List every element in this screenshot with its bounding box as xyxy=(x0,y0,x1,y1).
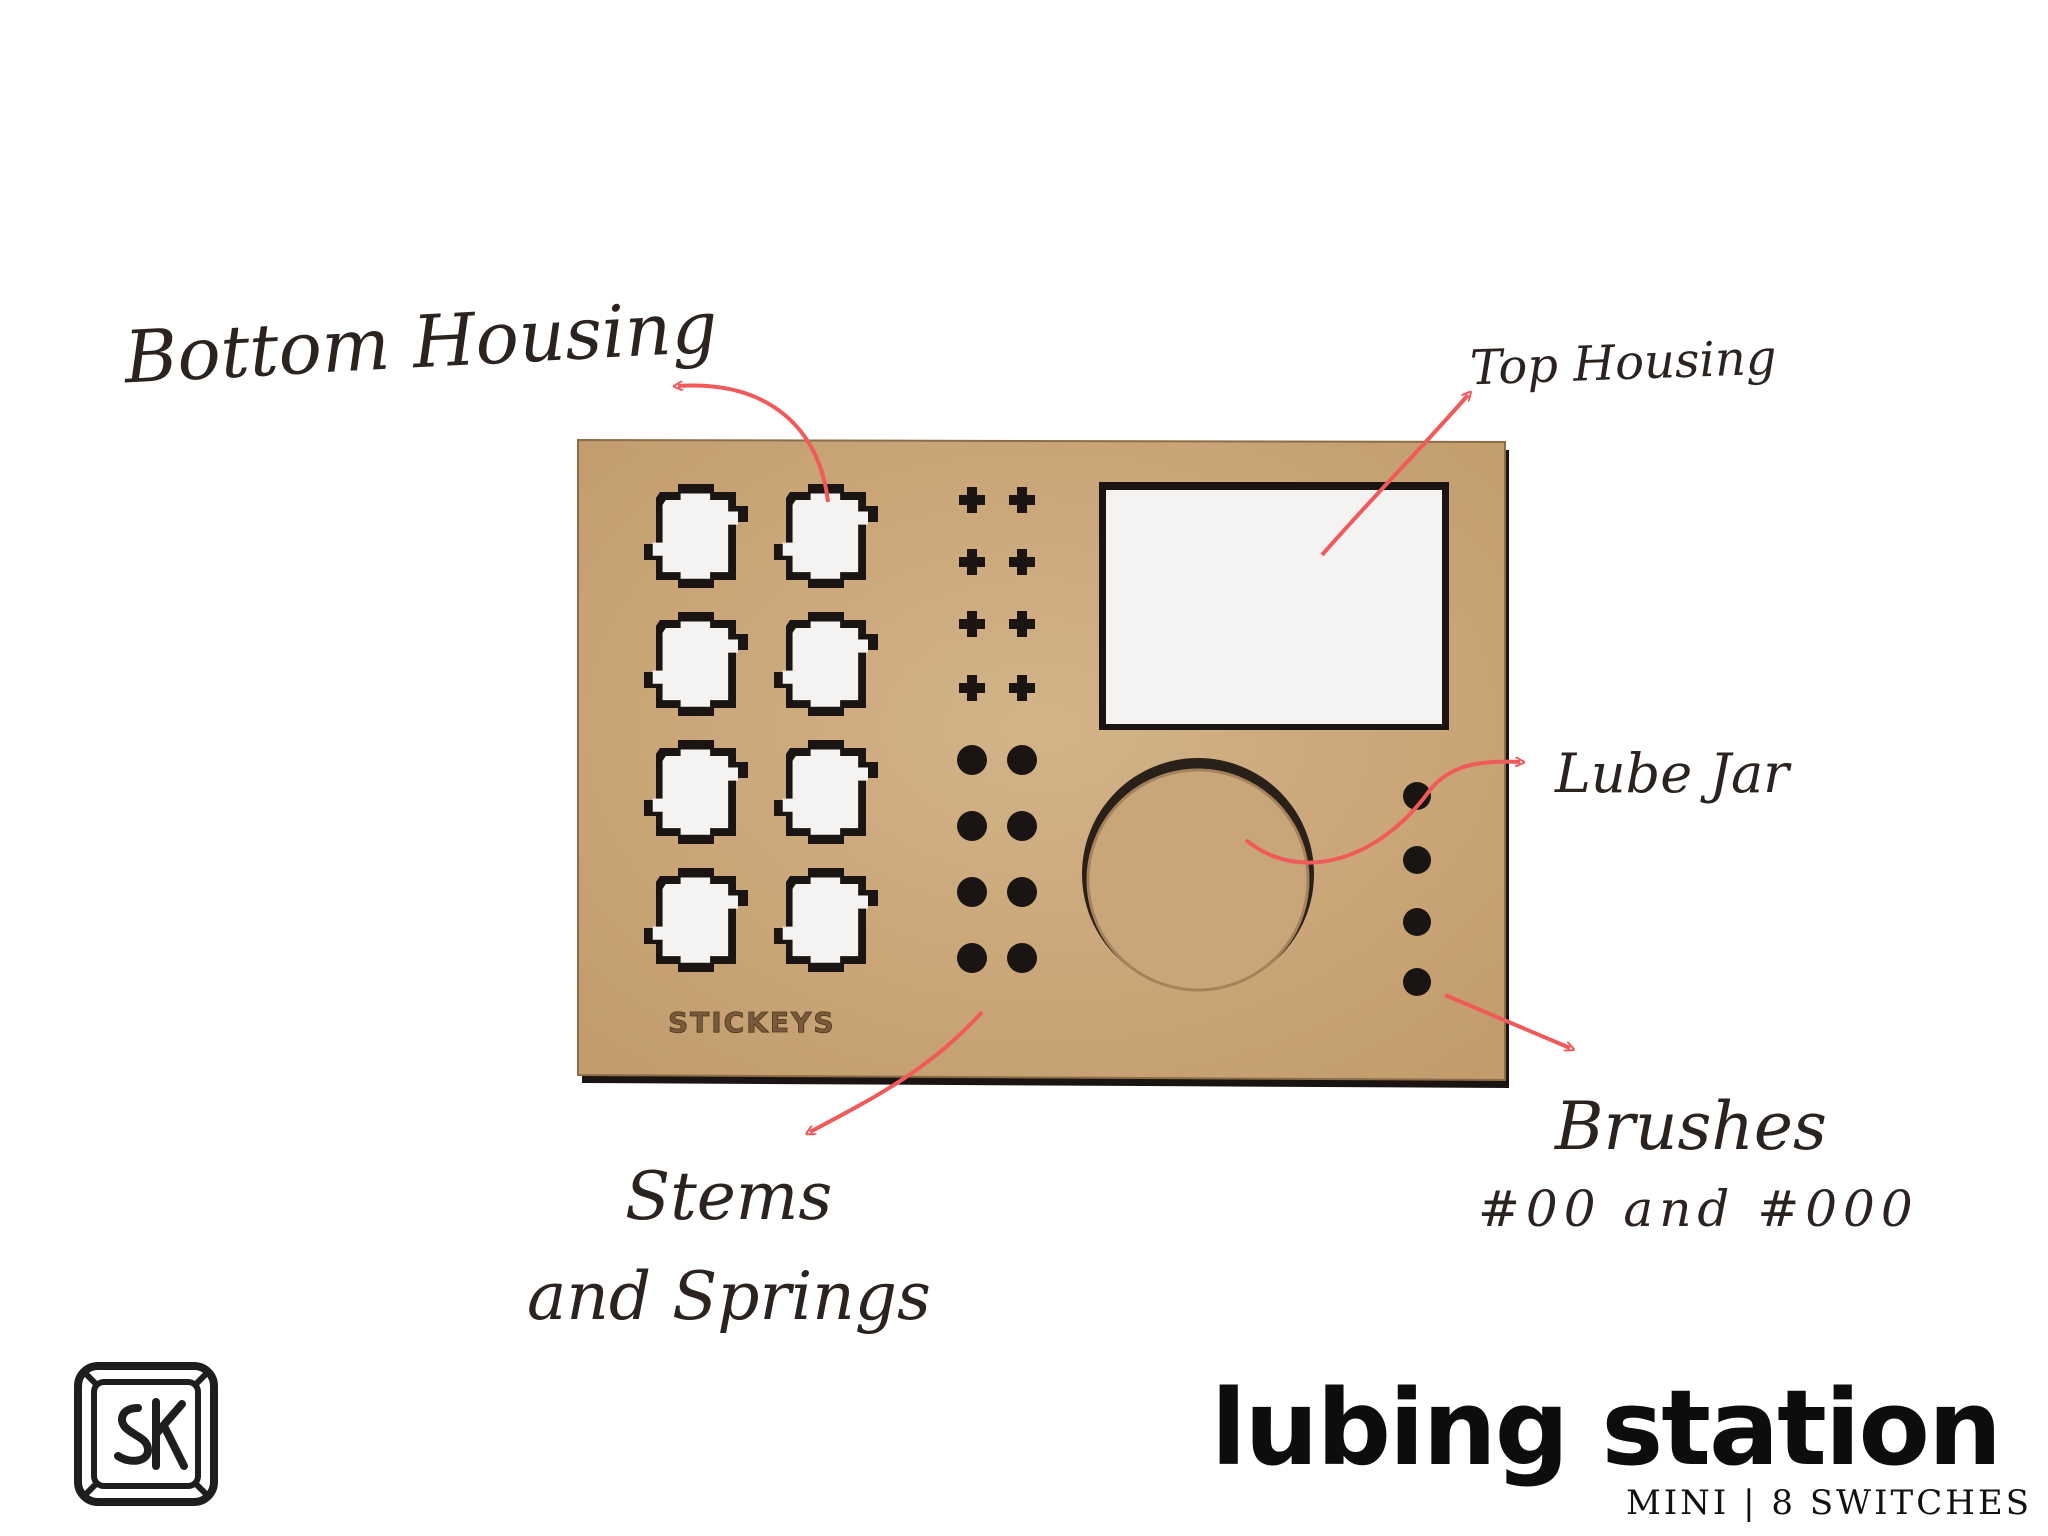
stem-hole xyxy=(1009,549,1035,575)
stem-holes xyxy=(959,487,1035,701)
brush-holes xyxy=(1403,782,1431,996)
brush-hole xyxy=(1403,782,1431,810)
bottom-housing-slot xyxy=(644,484,748,588)
arrow-bottom-housing xyxy=(678,386,830,503)
brush-hole xyxy=(1403,908,1431,936)
stem-hole xyxy=(1009,487,1035,513)
stem-hole xyxy=(959,611,985,637)
stem-hole xyxy=(959,675,985,701)
spring-hole xyxy=(957,877,987,907)
spring-hole xyxy=(1007,943,1037,973)
spring-hole xyxy=(1007,811,1037,841)
bottom-housing-slot xyxy=(774,484,878,588)
springs-label: and Springs xyxy=(527,1258,931,1335)
bottom-housing-slots xyxy=(644,484,878,972)
bottom-housing-slot xyxy=(774,612,878,716)
spring-hole xyxy=(957,811,987,841)
arrow-lube-jar xyxy=(1244,762,1520,865)
spring-holes xyxy=(957,745,1037,973)
bottom-housing-slot xyxy=(774,868,878,972)
spring-hole xyxy=(1007,877,1037,907)
top-housing-label: Top Housing xyxy=(1469,329,1778,397)
stem-hole xyxy=(959,549,985,575)
board-engraving: STICKEYS xyxy=(668,1006,836,1039)
lube-jar-label: Lube Jar xyxy=(1555,742,1789,805)
product-subtitle: MINI | 8 SWITCHES xyxy=(1625,1483,2032,1523)
stem-hole xyxy=(959,487,985,513)
stem-hole xyxy=(1009,675,1035,701)
spring-hole xyxy=(957,745,987,775)
brush-hole xyxy=(1403,968,1431,996)
bottom-housing-slot xyxy=(644,612,748,716)
brushes-label: Brushes xyxy=(1555,1088,1827,1165)
arrow-brushes xyxy=(1444,993,1570,1048)
brush-hole xyxy=(1403,846,1431,874)
bottom-housing-slot xyxy=(644,868,748,972)
product-title: lubing station xyxy=(1210,1367,2002,1489)
spring-hole xyxy=(1007,745,1037,775)
spring-hole xyxy=(957,943,987,973)
arrow-stems xyxy=(810,1010,984,1132)
brush-sizes-label: #00 and #000 xyxy=(1478,1180,1919,1238)
bottom-housing-slot xyxy=(774,740,878,844)
bottom-housing-slot xyxy=(644,740,748,844)
arrow-top-housing xyxy=(1320,395,1468,557)
stickeys-sk-logo-icon xyxy=(74,1362,218,1506)
stems-label: Stems xyxy=(625,1158,833,1235)
stem-hole xyxy=(1009,611,1035,637)
